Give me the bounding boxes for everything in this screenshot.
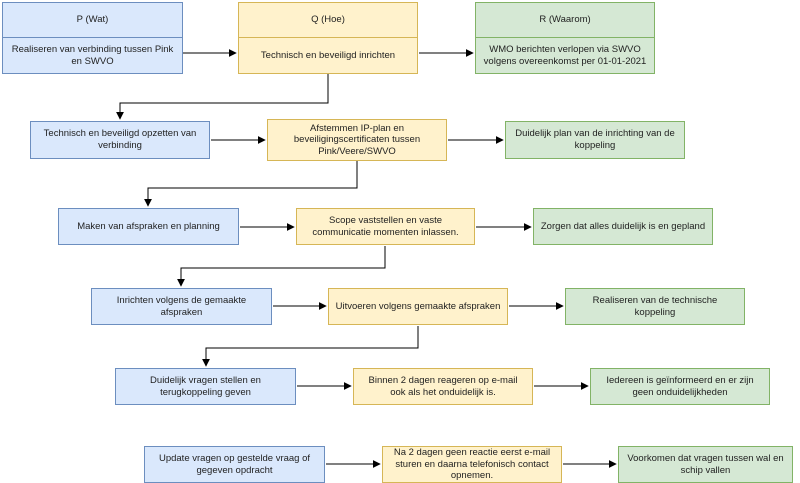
node-header-waarom-body: WMO berichten verlopen via SWVO volgens … xyxy=(483,43,647,67)
node-row2-waarom: Duidelijk plan van de inrichting van de … xyxy=(505,121,685,159)
node-header-wat-body: Realiseren van verbinding tussen Pink en… xyxy=(11,43,174,67)
node-row5-waarom: Iedereen is geïnformeerd en er zijn geen… xyxy=(590,368,770,405)
node-header-hoe-body: Technisch en beveiligd inrichten xyxy=(260,49,396,61)
node-header-hoe: Q (Hoe) Technisch en beveiligd inrichten xyxy=(238,2,418,74)
node-header-hoe-title: Q (Hoe) xyxy=(239,3,417,38)
node-row4-hoe: Uitvoeren volgens gemaakte afspraken xyxy=(328,288,508,325)
node-row6-hoe: Na 2 dagen geen reactie eerst e-mail stu… xyxy=(382,446,562,483)
node-row2-wat: Technisch en beveiligd opzetten van verb… xyxy=(30,121,210,159)
node-row6-waarom: Voorkomen dat vragen tussen wal en schip… xyxy=(618,446,793,483)
connector-row4-row5 xyxy=(202,326,419,367)
node-row5-wat: Duidelijk vragen stellen en terugkoppeli… xyxy=(115,368,296,405)
node-row3-waarom: Zorgen dat alles duidelijk is en gepland xyxy=(533,208,713,245)
connector-row2-row3 xyxy=(144,161,358,207)
node-row6-wat: Update vragen op gestelde vraag of gegev… xyxy=(144,446,325,483)
node-row4-waarom: Realiseren van de technische koppeling xyxy=(565,288,745,325)
node-row3-wat: Maken van afspraken en planning xyxy=(58,208,239,245)
node-header-wat: P (Wat) Realiseren van verbinding tussen… xyxy=(2,2,183,74)
connector-row3-row4 xyxy=(177,246,386,287)
node-header-waarom: R (Waarom) WMO berichten verlopen via SW… xyxy=(475,2,655,74)
node-row4-wat: Inrichten volgens de gemaakte afspraken xyxy=(91,288,272,325)
node-row2-hoe: Afstemmen IP-plan en beveiligingscertifi… xyxy=(267,119,447,161)
connector-hoe-row2 xyxy=(116,74,329,120)
node-header-wat-title: P (Wat) xyxy=(3,3,182,38)
node-header-waarom-title: R (Waarom) xyxy=(476,3,654,38)
node-row5-hoe: Binnen 2 dagen reageren op e-mail ook al… xyxy=(353,368,533,405)
node-row3-hoe: Scope vaststellen en vaste communicatie … xyxy=(296,208,475,245)
